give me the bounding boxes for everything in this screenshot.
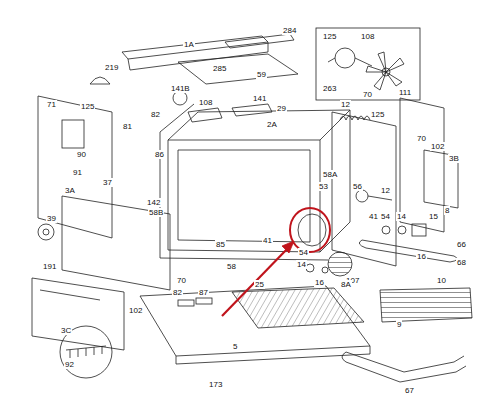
callout-number: 1A (183, 40, 195, 49)
callout-number: 108 (198, 98, 213, 107)
callout-number: 125 (370, 110, 385, 119)
callout-number: 70 (176, 276, 187, 285)
callout-number: 25 (254, 280, 265, 289)
callout-number: 82 (150, 110, 161, 119)
callout-number: 14 (296, 260, 307, 269)
callout-number: 91 (72, 168, 83, 177)
callout-number: 66 (456, 240, 467, 249)
callout-number: 58 (226, 262, 237, 271)
callout-number: 102 (430, 142, 445, 151)
callout-number: 15 (428, 212, 439, 221)
callout-number: 3B (448, 154, 460, 163)
callout-number: 41 (262, 236, 273, 245)
callout-number: 3C (60, 326, 72, 335)
callout-number: 102 (128, 306, 143, 315)
callout-number: 85 (215, 240, 226, 249)
callout-number: 3A (64, 186, 76, 195)
callout-number: 16 (416, 252, 427, 261)
callout-number: 54 (298, 248, 309, 257)
callout-number: 53 (318, 182, 329, 191)
callout-number: 10 (436, 276, 447, 285)
callout-number: 71 (46, 100, 57, 109)
callout-number: 125 (322, 32, 337, 41)
callout-number: 67 (404, 386, 415, 395)
callout-number: 70 (416, 134, 427, 143)
callout-number: 86 (154, 150, 165, 159)
callout-number: 2A (266, 120, 278, 129)
callout-number: 12 (380, 186, 391, 195)
callout-number: 263 (322, 84, 337, 93)
callout-number: 173 (208, 380, 223, 389)
callout-number: 56 (352, 182, 363, 191)
callout-number: 191 (42, 262, 57, 271)
callout-number: 58A (322, 170, 338, 179)
callout-number: 9 (396, 320, 402, 329)
callout-number: 59 (256, 70, 267, 79)
callout-number: 125 (80, 102, 95, 111)
callout-number: 12 (340, 100, 351, 109)
callout-number: 81 (122, 122, 133, 131)
callout-number: 142 (146, 198, 161, 207)
callout-number: 5 (232, 342, 238, 351)
callout-number: 37 (102, 178, 113, 187)
callout-number: 39 (46, 214, 57, 223)
callout-number: 70 (362, 90, 373, 99)
callout-number: 54 (380, 212, 391, 221)
callout-number: 92 (64, 360, 75, 369)
callout-number: 58B (148, 208, 164, 217)
callout-number: 14 (396, 212, 407, 221)
callout-number: 41 (368, 212, 379, 221)
callout-number: 111 (398, 88, 412, 97)
callout-number: 87 (198, 288, 209, 297)
callout-number: 141B (170, 84, 191, 93)
callout-number: 29 (276, 104, 287, 113)
callout-number: 16 (314, 278, 325, 287)
callout-number: 285 (212, 64, 227, 73)
callout-number: 8 (444, 206, 450, 215)
callout-number: 284 (282, 26, 297, 35)
callout-number: 8A (340, 280, 352, 289)
callout-number: 219 (104, 63, 119, 72)
callout-number: 82 (172, 288, 183, 297)
callout-number: 68 (456, 258, 467, 267)
callout-number: 108 (360, 32, 375, 41)
callout-number: 90 (76, 150, 87, 159)
callout-number: 141 (252, 94, 267, 103)
